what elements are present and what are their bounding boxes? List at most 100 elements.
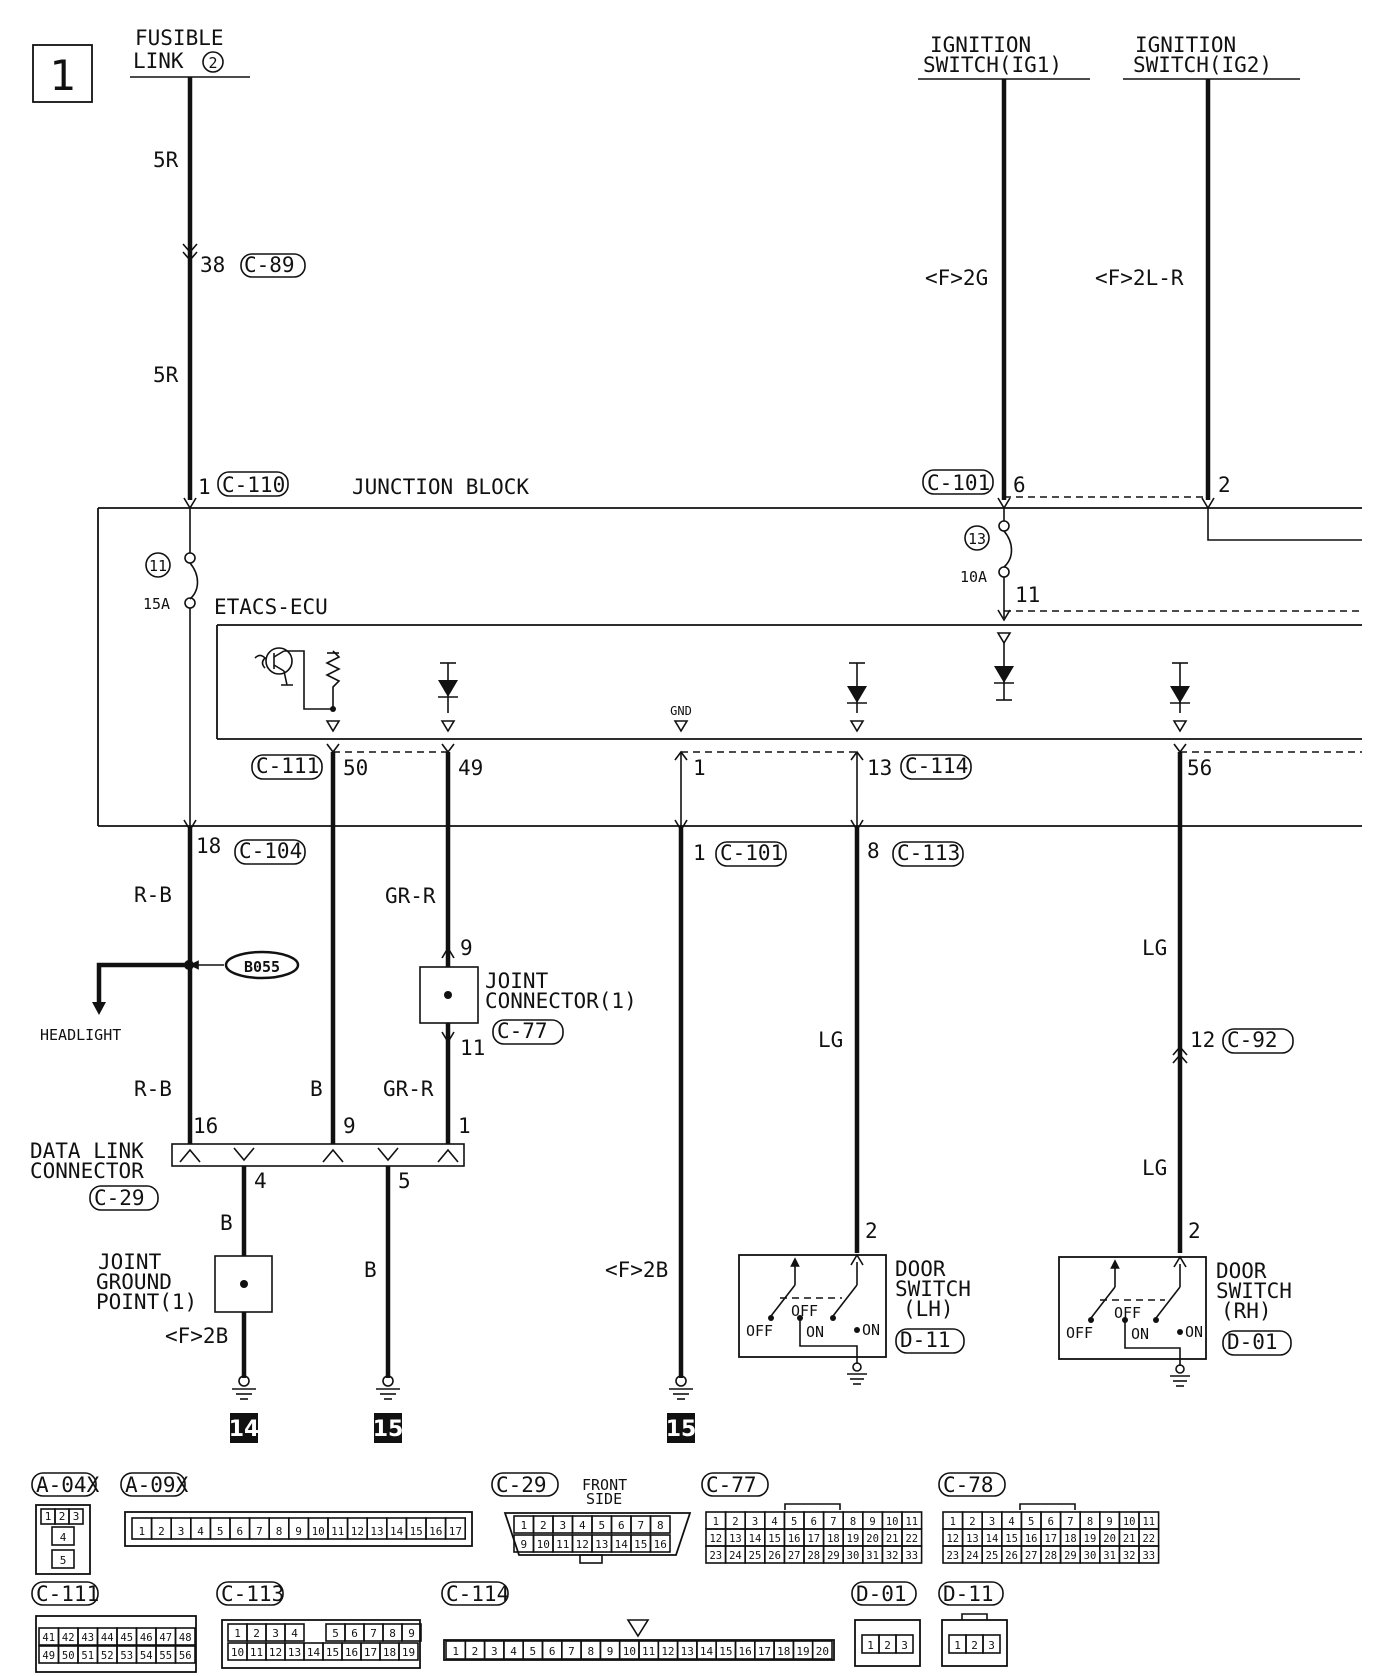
pin-cell: 13	[288, 1646, 301, 1659]
pin-cell: 7	[637, 1519, 644, 1532]
pin-cell: 32	[886, 1550, 899, 1562]
ground-symbol-15a	[376, 1375, 400, 1400]
svg-text:B055: B055	[244, 958, 280, 976]
dlc-label-1: DATA LINK	[30, 1139, 144, 1163]
pin-cell: 9	[869, 1516, 875, 1528]
pin-cell: 1	[950, 1516, 956, 1528]
pin-cell: 2	[59, 1510, 66, 1523]
svg-text:A-04X: A-04X	[36, 1473, 100, 1497]
connector-label-a09x: A-09X	[120, 1472, 189, 1497]
pin-cell: 3	[988, 1639, 995, 1652]
pin-cell: 14	[700, 1645, 714, 1658]
pin-cell: 27	[788, 1550, 801, 1562]
pin-cell: 31	[866, 1550, 879, 1562]
pin-cell: 5	[791, 1516, 797, 1528]
ref-c89: C-89	[244, 253, 295, 277]
fuse-13-badge	[964, 525, 990, 551]
pin-cell: 24	[966, 1550, 979, 1562]
pin-cell: 31	[1103, 1550, 1116, 1562]
wire-label-2g: <F>2G	[925, 266, 988, 290]
pin-cell: 15	[634, 1538, 647, 1551]
pin-cell: 1	[138, 1525, 145, 1538]
pin-cell: 48	[179, 1632, 192, 1644]
svg-text:SWITCH(IG1): SWITCH(IG1)	[923, 53, 1062, 77]
ignition-switch-ig2: IGNITION SWITCH(IG2)	[1123, 33, 1300, 80]
pin-cell: 9	[520, 1538, 527, 1551]
gnd-label: GND	[670, 704, 692, 718]
pin-cell: 17	[758, 1645, 771, 1658]
pin-cell: 19	[402, 1646, 415, 1659]
svg-text:LINK: LINK	[133, 49, 184, 73]
connector-label-d11: D-11	[938, 1581, 1004, 1606]
pin-cell: 17	[807, 1533, 820, 1545]
pin-cell: 18	[827, 1533, 840, 1545]
ref-c110: C-110	[222, 473, 285, 497]
pin-cell: 10	[312, 1525, 325, 1538]
svg-text:ON: ON	[862, 1321, 880, 1339]
ref-c101-mid: C-101	[720, 841, 783, 865]
ref-c111: C-111	[256, 754, 319, 778]
pin-9-jc: 9	[460, 936, 473, 960]
pin-cell: 26	[768, 1550, 781, 1562]
fuse-13-rating: 10A	[960, 568, 987, 586]
pin-cell: 26	[1005, 1550, 1018, 1562]
pin-cell: 55	[159, 1650, 172, 1662]
page-number-box	[32, 44, 93, 103]
pin-cell: 4	[1008, 1516, 1014, 1528]
pin-8: 8	[867, 839, 880, 863]
pin-11-fuse: 11	[1015, 583, 1040, 607]
pin-cell: 29	[1064, 1550, 1077, 1562]
svg-text:OFF: OFF	[791, 1302, 818, 1320]
pin-cell: 16	[788, 1533, 801, 1545]
pin-cell: 2	[969, 1516, 975, 1528]
pin-cell: 22	[1142, 1533, 1155, 1545]
wire-label-gr-r-b: GR-R	[383, 1077, 434, 1101]
svg-text:SWITCH: SWITCH	[1216, 1279, 1292, 1303]
pin-cell: 4	[197, 1525, 204, 1538]
pin-cell: 42	[62, 1632, 75, 1644]
pin-cell: 45	[120, 1632, 133, 1644]
pin-cell: 5	[60, 1554, 67, 1567]
pin-cell: 16	[1025, 1533, 1038, 1545]
pin-cell: 12	[661, 1645, 674, 1658]
pin-cell: 18	[383, 1646, 396, 1659]
pin-cell: 21	[1123, 1533, 1136, 1545]
pin-cell: 51	[81, 1650, 94, 1662]
pin-cell: 15	[768, 1533, 781, 1545]
pin-16: 16	[193, 1114, 218, 1138]
svg-text:A-09X: A-09X	[125, 1473, 189, 1497]
svg-text:JUNCTION BLOCK: JUNCTION BLOCK	[352, 475, 529, 499]
connector-pins-a04x-r3: 5	[51, 1549, 75, 1569]
pin-cell: 28	[807, 1550, 820, 1562]
pin-cell: 2	[884, 1639, 891, 1652]
svg-text:OFF: OFF	[1114, 1304, 1141, 1322]
pin-cell: 24	[729, 1550, 742, 1562]
pin-11-jc: 11	[460, 1036, 485, 1060]
pin-cell: 2	[540, 1519, 547, 1532]
pin-cell: 17	[449, 1525, 462, 1538]
connector-c89-pin-mark	[182, 243, 198, 262]
pin-cell: 53	[120, 1650, 133, 1662]
svg-text:D-01: D-01	[856, 1582, 907, 1606]
ref-c29: C-29	[94, 1186, 145, 1210]
pin-cell: 4	[510, 1645, 517, 1658]
pin-cell: 1	[452, 1645, 459, 1658]
pin-cell: 50	[62, 1650, 75, 1662]
pin-cell: 19	[847, 1533, 860, 1545]
pin-cell: 3	[559, 1519, 566, 1532]
wire-label-gr-r-a: GR-R	[385, 884, 436, 908]
svg-text:OFF: OFF	[746, 1322, 773, 1340]
pin-cell: 11	[250, 1646, 263, 1659]
pin-cell: 12	[709, 1533, 722, 1545]
pin-cell: 6	[1048, 1516, 1054, 1528]
wire-label-b-gnd5: B	[364, 1258, 377, 1282]
pin-cell: 12	[576, 1538, 589, 1551]
svg-text:2: 2	[208, 54, 217, 72]
pin-cell: 18	[777, 1645, 790, 1658]
pin-cell: 10	[623, 1645, 636, 1658]
